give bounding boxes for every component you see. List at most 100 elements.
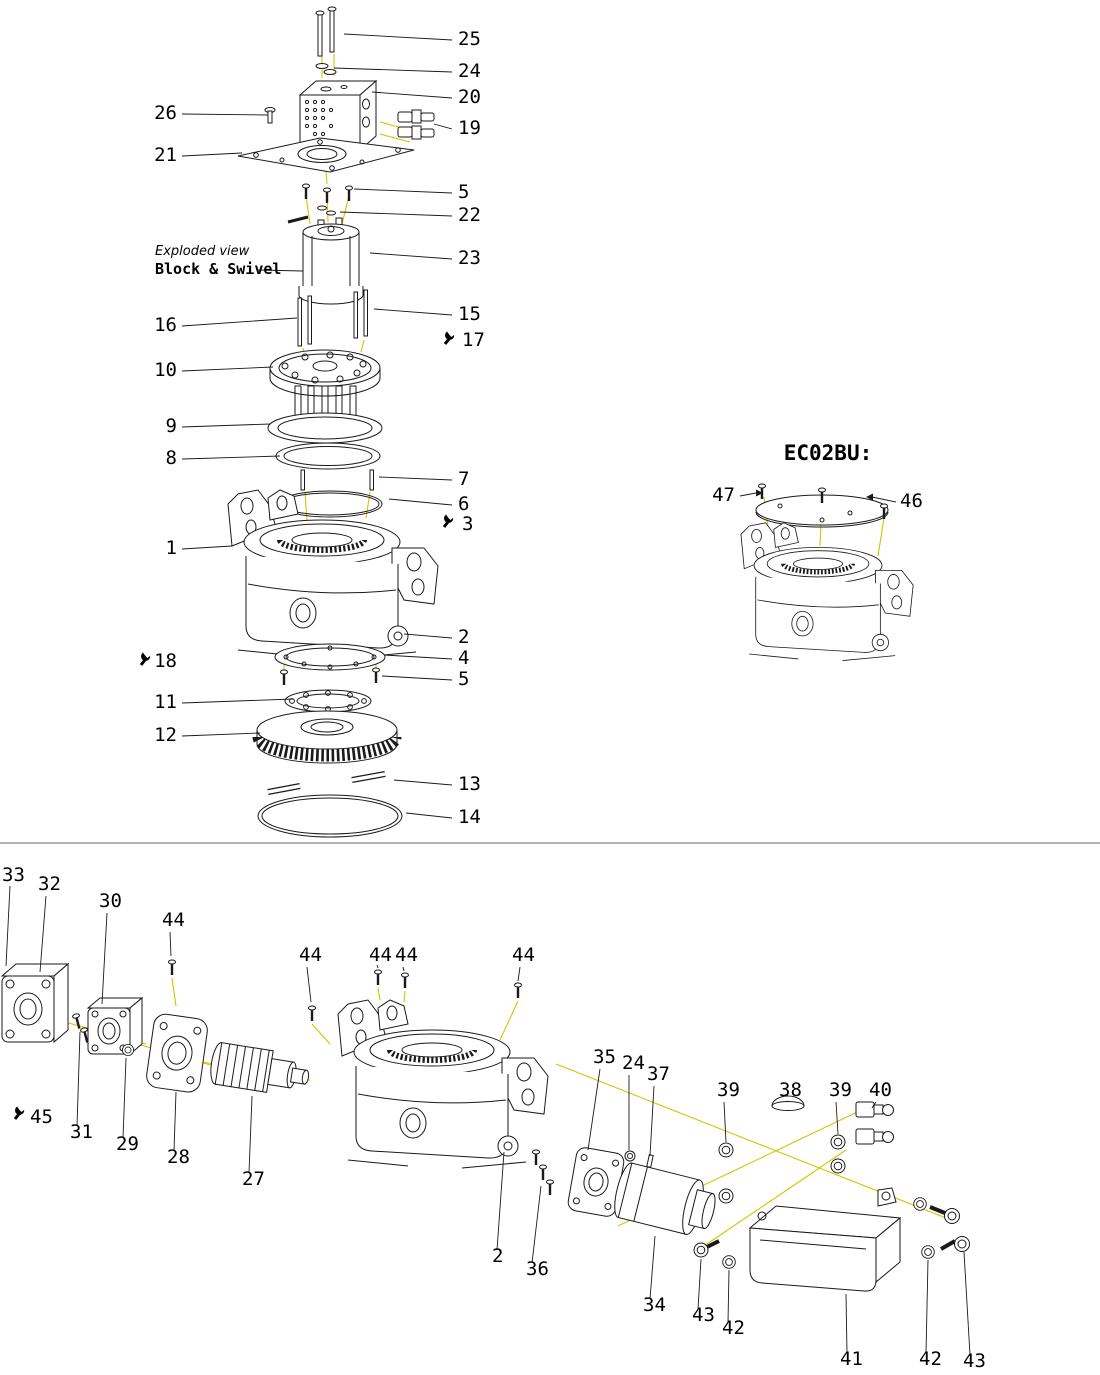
- part-flange-plate-28: [146, 1013, 208, 1093]
- part-screws-5-lower: [279, 666, 381, 687]
- part-bolts-43: [693, 1205, 970, 1258]
- part-retainer-11: [284, 689, 372, 713]
- callout-14: 14: [458, 806, 481, 828]
- callout-44d: 44: [395, 944, 418, 966]
- callout-28: 28: [167, 1146, 190, 1168]
- callout-33: 33: [2, 864, 25, 886]
- callout-4: 4: [458, 647, 469, 669]
- callout-44a: 44: [162, 909, 185, 931]
- callout-2-bottom: 2: [492, 1245, 503, 1267]
- part-collar-9: [267, 412, 383, 444]
- callout-44c: 44: [369, 944, 392, 966]
- note-block-swivel: Block & Swivel: [155, 260, 281, 278]
- part-dome-38: [771, 1095, 805, 1111]
- variant-ec02bu-view: EC02BU: 47: [712, 441, 923, 661]
- callout-43a: 43: [692, 1304, 715, 1326]
- callout-9: 9: [166, 415, 177, 437]
- part-housing-bottom: [338, 1000, 548, 1168]
- callout-16: 16: [154, 314, 177, 336]
- callout-24b: 24: [622, 1052, 645, 1074]
- callout-1: 1: [166, 537, 177, 559]
- part-fittings-40: [855, 1101, 894, 1145]
- wrench-icon: [443, 330, 456, 346]
- callout-44e: 44: [512, 944, 535, 966]
- part-screw-26: [264, 107, 276, 124]
- callout-30: 30: [99, 890, 122, 912]
- part-fittings-19: [397, 109, 435, 140]
- callout-38: 38: [779, 1079, 802, 1101]
- leader-lines-variant: [739, 489, 897, 503]
- callout-35: 35: [593, 1046, 616, 1068]
- callout-22: 22: [458, 204, 481, 226]
- callout-24: 24: [458, 60, 481, 82]
- part-washers-24: [315, 63, 337, 75]
- callout-5: 5: [458, 181, 469, 203]
- callout-25: 25: [458, 28, 481, 50]
- callout-11: 11: [154, 691, 177, 713]
- part-washer-29: [122, 1044, 135, 1056]
- callout-39b: 39: [829, 1079, 852, 1101]
- part-pin-37: [646, 1154, 654, 1168]
- part-bolts-25: [315, 6, 337, 57]
- callout-17: 17: [462, 329, 485, 351]
- callout-10: 10: [154, 359, 177, 381]
- callout-41: 41: [840, 1348, 863, 1370]
- callout-40: 40: [869, 1079, 892, 1101]
- part-seal-8: [275, 442, 381, 470]
- callout-19: 19: [458, 117, 481, 139]
- variant-title: EC02BU:: [784, 441, 873, 465]
- part-pins-16-15: [297, 289, 368, 347]
- part-motor-34: [614, 1162, 716, 1235]
- callout-42a: 42: [722, 1317, 745, 1339]
- callout-8: 8: [166, 447, 177, 469]
- part-screws-5-upper: [301, 182, 354, 205]
- part-pins-7: [300, 469, 374, 491]
- callout-44b: 44: [299, 944, 322, 966]
- variant-housing: [741, 523, 913, 661]
- part-small-flange-30: [86, 996, 144, 1056]
- part-swivel-23: [298, 217, 364, 305]
- callout-27: 27: [242, 1168, 265, 1190]
- callout-21: 21: [154, 144, 177, 166]
- leader-lines-top: [181, 33, 453, 819]
- wrench-icon: [13, 1105, 26, 1121]
- callout-32: 32: [38, 873, 61, 895]
- note-exploded-view: Exploded view: [155, 244, 250, 259]
- callout-46: 46: [900, 490, 923, 512]
- part-gasket-4: [274, 643, 386, 671]
- callout-31: 31: [70, 1121, 93, 1143]
- wrench-icon: [139, 651, 152, 667]
- callout-26: 26: [154, 102, 177, 124]
- part-flange-block-33: [0, 962, 70, 1044]
- callout-34: 34: [643, 1294, 666, 1316]
- callout-45: 45: [30, 1106, 53, 1128]
- callout-36: 36: [526, 1258, 549, 1280]
- callout-7: 7: [458, 468, 469, 490]
- callout-6: 6: [458, 493, 469, 515]
- callout-43b: 43: [963, 1350, 986, 1372]
- callout-29: 29: [116, 1133, 139, 1155]
- callout-20: 20: [458, 86, 481, 108]
- leader-lines-bottom: [5, 885, 971, 1356]
- part-ring-14: [257, 794, 403, 838]
- part-top-plate-10: [269, 349, 381, 397]
- part-screws-36: [531, 1148, 555, 1197]
- callout-3: 3: [462, 513, 473, 535]
- part-pins-13: [267, 771, 386, 795]
- part-seal-24-bottom: [624, 1150, 636, 1162]
- part-motor-plate-35: [567, 1147, 625, 1217]
- part-plate-21: [237, 137, 415, 173]
- callout-47: 47: [712, 484, 735, 506]
- wrench-icon: [442, 513, 455, 529]
- callout-13: 13: [458, 773, 481, 795]
- callout-39a: 39: [717, 1079, 740, 1101]
- callout-2-top: 2: [458, 626, 469, 648]
- callout-37: 37: [647, 1063, 670, 1085]
- top-exploded-stack: 25 24 20 19 5 22 23 15 17 7 6 3 2 4 5 13…: [139, 6, 485, 838]
- callout-23: 23: [458, 247, 481, 269]
- callout-5b: 5: [458, 668, 469, 690]
- part-coupling-27: [210, 1042, 310, 1093]
- bottom-exploded-view: 33 32 30 44 44 44 44 44 35 24 37 39 38 3…: [0, 864, 986, 1372]
